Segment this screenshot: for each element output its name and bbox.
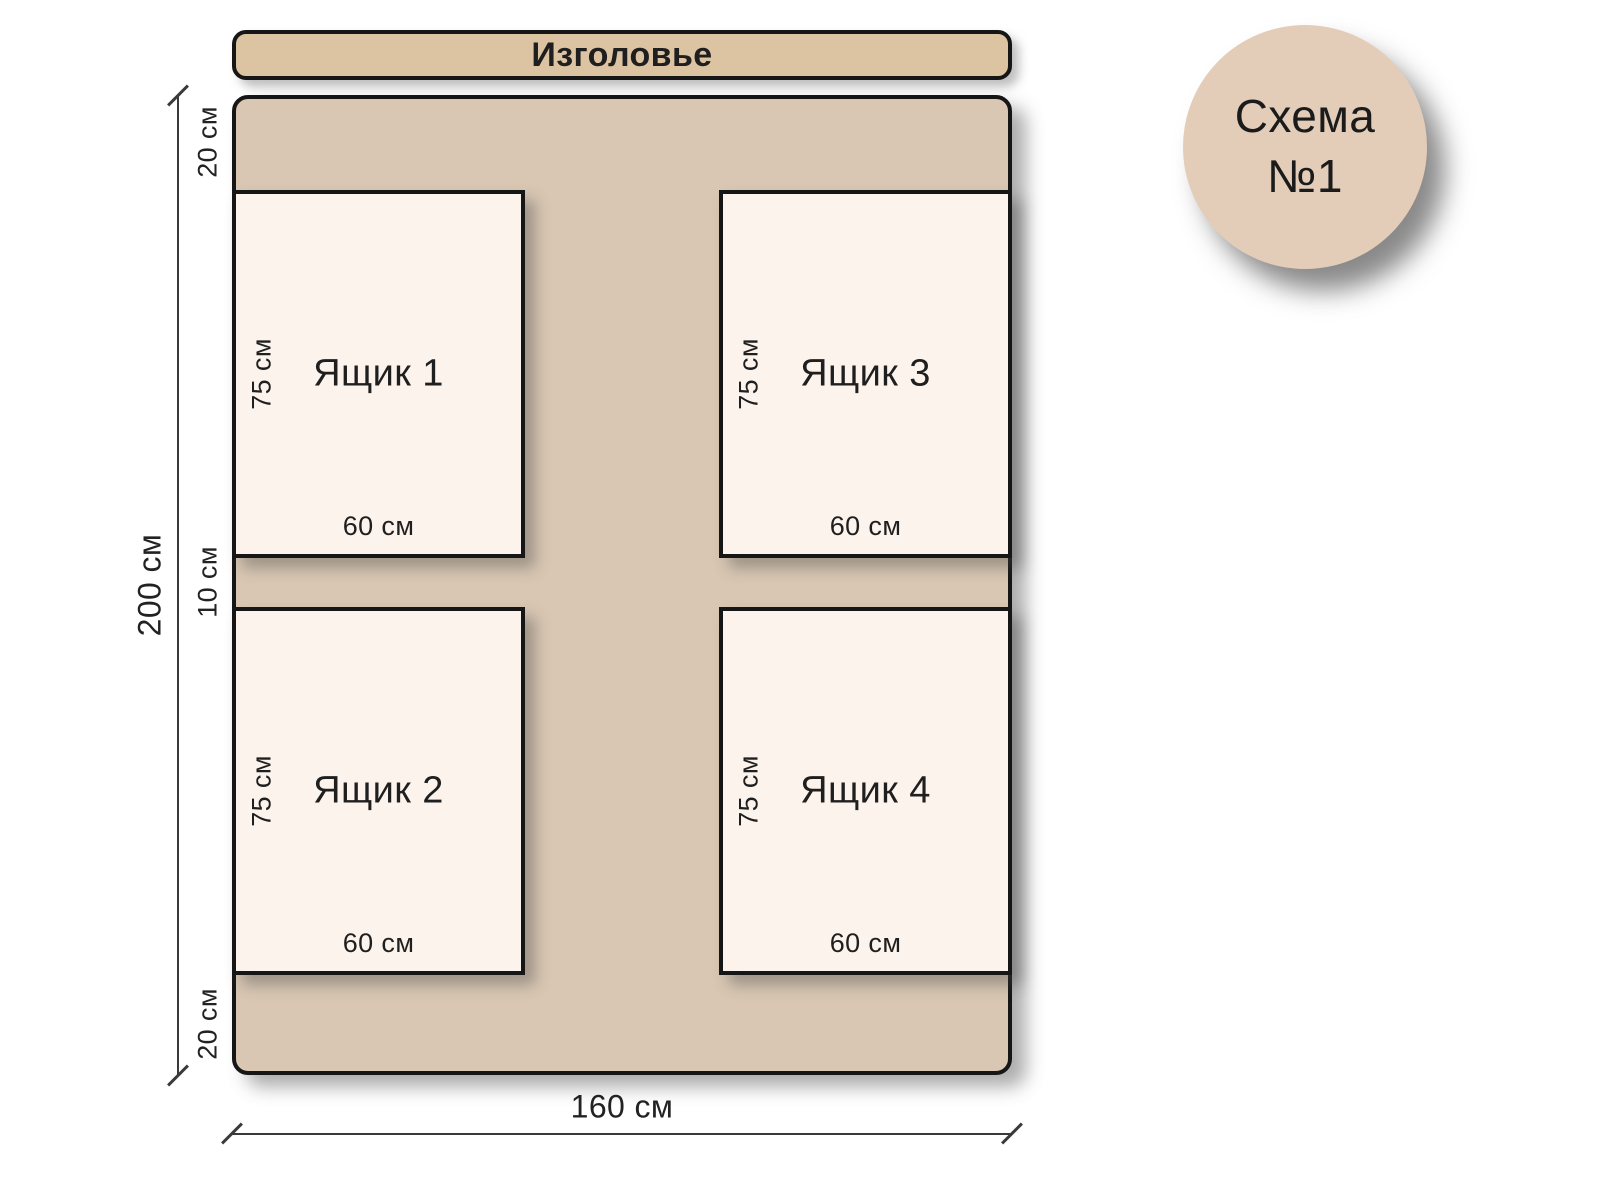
headboard: Изголовье bbox=[232, 30, 1012, 80]
drawer-3: 75 см Ящик 3 60 см bbox=[719, 190, 1012, 558]
drawer-1-height-label: 75 см bbox=[246, 338, 277, 410]
schema-badge-line2: №1 bbox=[1267, 150, 1343, 202]
drawer-1-width-label: 60 см bbox=[342, 511, 415, 541]
total-height-label: 200 см bbox=[131, 533, 168, 637]
drawer-2-height-label: 75 см bbox=[246, 755, 277, 827]
gap-bottom-label: 20 см bbox=[192, 988, 223, 1060]
height-dimension-line bbox=[177, 95, 179, 1075]
drawer-3-height-label: 75 см bbox=[733, 338, 764, 410]
drawer-3-label: Ящик 3 bbox=[800, 352, 931, 395]
gap-middle-label: 10 см bbox=[192, 546, 223, 618]
drawer-2-width-label: 60 см bbox=[342, 928, 415, 958]
total-width-label: 160 см bbox=[570, 1088, 674, 1125]
drawer-4-height-label: 75 см bbox=[733, 755, 764, 827]
drawer-1-label: Ящик 1 bbox=[313, 352, 444, 395]
drawer-1: 75 см Ящик 1 60 см bbox=[232, 190, 525, 558]
width-dimension-line bbox=[232, 1133, 1012, 1135]
schema-badge-line1: Схема bbox=[1234, 90, 1376, 143]
drawer-3-width-label: 60 см bbox=[829, 511, 902, 541]
drawer-4-width-label: 60 см bbox=[829, 928, 902, 958]
schema-badge: Схема №1 bbox=[1183, 25, 1427, 269]
headboard-label: Изголовье bbox=[531, 35, 713, 74]
drawer-2: 75 см Ящик 2 60 см bbox=[232, 607, 525, 975]
drawer-4: 75 см Ящик 4 60 см bbox=[719, 607, 1012, 975]
gap-top-label: 20 см bbox=[192, 106, 223, 178]
drawer-4-label: Ящик 4 bbox=[800, 769, 931, 812]
drawer-2-label: Ящик 2 bbox=[313, 769, 444, 812]
